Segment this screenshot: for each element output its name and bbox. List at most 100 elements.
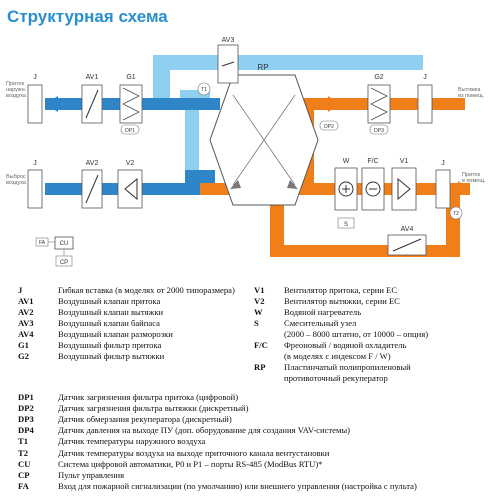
legend-description: Воздушный клапан разморозки	[58, 329, 173, 339]
legend-description: противоточный рекуператор	[284, 373, 388, 383]
svg-text:AV2: AV2	[86, 160, 99, 167]
sensor-t2: T2	[449, 206, 463, 220]
svg-text:T1: T1	[201, 87, 207, 93]
legend-code: G2	[18, 351, 29, 361]
legend-description: Пластинчатый полипропиленовый	[284, 362, 411, 372]
legend-code: V1	[254, 285, 265, 295]
component-j1: J	[27, 74, 43, 124]
svg-text:воздуха: воздуха	[6, 180, 27, 186]
legend-code: T2	[18, 447, 29, 458]
legend-description: Система цифровой автоматики, P0 и P1 – п…	[58, 458, 323, 469]
legend-description: Вход для пожарной сигнализации (по умолч…	[58, 480, 417, 491]
legend-code: V2	[254, 296, 265, 306]
legend-code: DP3	[18, 414, 34, 425]
svg-text:CU: CU	[60, 241, 69, 247]
legend-code: G1	[18, 340, 29, 350]
legend-code: J	[18, 285, 23, 295]
rp-label: RP	[257, 63, 268, 72]
svg-text:FA: FA	[39, 240, 46, 246]
legend-code: F/C	[254, 340, 268, 350]
label-exhaust-out-left: Выброс воздуха	[6, 174, 27, 186]
svg-text:G2: G2	[374, 74, 383, 81]
component-j2: J	[417, 74, 433, 124]
svg-text:в помещ.: в помещ.	[462, 178, 486, 184]
legend-description: Вентилятор притока, серии ЕС	[284, 285, 398, 295]
legend-description: Водяной нагреватель	[284, 307, 362, 317]
legend-description: Воздушный клапан байпаса	[58, 318, 160, 328]
svg-text:AV1: AV1	[86, 74, 99, 81]
svg-text:Вытяжка: Вытяжка	[458, 87, 481, 93]
svg-text:W: W	[343, 158, 350, 165]
legend-code: RP	[254, 362, 266, 372]
legend-description: Воздушный клапан вытяжки	[58, 307, 164, 317]
legend-description: Датчик обмерзания рекуператора (дискретн…	[58, 414, 232, 425]
recuperator-rp: RP	[209, 63, 319, 206]
svg-text:AV3: AV3	[222, 37, 235, 44]
damper-av2: AV2	[81, 160, 103, 209]
legend-code: S	[254, 318, 259, 328]
svg-text:AV4: AV4	[401, 226, 414, 233]
legend-code: FA	[18, 480, 29, 491]
svg-text:J: J	[33, 160, 37, 167]
legend-code: W	[254, 307, 263, 317]
svg-text:наружн.: наружн.	[6, 87, 27, 93]
svg-text:Приток: Приток	[6, 81, 25, 87]
legend-description: Пульт управления	[58, 469, 125, 480]
svg-text:из помещ.: из помещ.	[458, 93, 485, 99]
svg-text:DP2: DP2	[324, 124, 334, 130]
svg-text:J: J	[423, 74, 427, 81]
sensor-dp2: DP2	[319, 120, 339, 131]
sensor-dp1: DP1	[125, 128, 135, 134]
legend-code: CP	[18, 469, 30, 480]
sensor-dp3: DP3	[374, 128, 384, 134]
legend-description: Вентилятор вытяжки, серии ЕС	[284, 296, 400, 306]
legend-description: Воздушный клапан притока	[58, 296, 161, 306]
svg-text:воздуха: воздуха	[6, 93, 27, 99]
legend-code: AV4	[18, 329, 34, 339]
component-j4: J	[435, 160, 451, 209]
svg-text:Выброс: Выброс	[6, 174, 26, 180]
label-supply-out: Приток в помещ.	[462, 172, 486, 184]
damper-av1: AV1	[81, 74, 103, 124]
svg-text:G1: G1	[126, 74, 135, 81]
heater-w: W S	[334, 158, 358, 229]
cooler-fc: F/C	[361, 158, 385, 211]
mixing-unit-s: S	[344, 222, 348, 228]
svg-text:J: J	[33, 74, 37, 81]
filter-g1: G1 DP1	[119, 74, 143, 135]
filter-g2: G2 DP3	[367, 74, 391, 135]
fan-v1: V1	[391, 158, 417, 211]
legend-code: CU	[18, 458, 31, 469]
component-j3: J	[27, 160, 43, 209]
legend-code: DP2	[18, 403, 34, 414]
damper-av3: AV3	[217, 37, 239, 84]
legend-code: DP4	[18, 425, 34, 436]
legend-description: Гибкая вставка (в моделях от 2000 типора…	[58, 285, 235, 295]
fan-v2: V2	[117, 160, 143, 209]
legend-description: Фреоновый / водяной охладитель	[284, 340, 407, 350]
control-unit: FA CU CP	[35, 236, 74, 267]
svg-text:J: J	[441, 160, 445, 167]
svg-text:F/C: F/C	[367, 158, 378, 165]
label-supply-in: Приток наружн. воздуха	[6, 81, 27, 99]
legend-description: Датчик давления на выходе ПУ (доп. обору…	[58, 425, 351, 436]
legend-description: Датчик температуры наружного воздуха	[58, 436, 206, 447]
label-exhaust-out-top: Вытяжка из помещ.	[458, 87, 485, 99]
svg-text:CP: CP	[60, 260, 68, 266]
legend-description: (в моделях с индексом F / W)	[284, 351, 391, 361]
legend-description: Воздушный фильтр вытяжки	[58, 351, 165, 361]
legend-code: AV3	[18, 318, 34, 328]
legend-description: (2000 – 8000 штатно, от 10000 – опция)	[284, 329, 429, 339]
legend-description: Датчик загрязнения фильтра вытяжки (диск…	[58, 403, 249, 414]
svg-text:V1: V1	[400, 158, 409, 165]
legend-description: Датчик загрязнения фильтра притока (цифр…	[58, 392, 239, 402]
structural-diagram: RP J AV1 G1 DP1 AV3 T1 DP2 G2 DP3 J	[6, 37, 486, 267]
sensor-t1: T1	[197, 82, 211, 96]
page-title: Структурная схема	[7, 7, 168, 26]
legend-description: Воздушный фильтр притока	[58, 340, 162, 350]
svg-text:V2: V2	[126, 160, 135, 167]
legend-code: T1	[18, 436, 29, 447]
svg-text:Приток: Приток	[462, 172, 481, 178]
legend-description: Смесительный узел	[284, 318, 357, 328]
legend-code: DP1	[18, 392, 34, 402]
